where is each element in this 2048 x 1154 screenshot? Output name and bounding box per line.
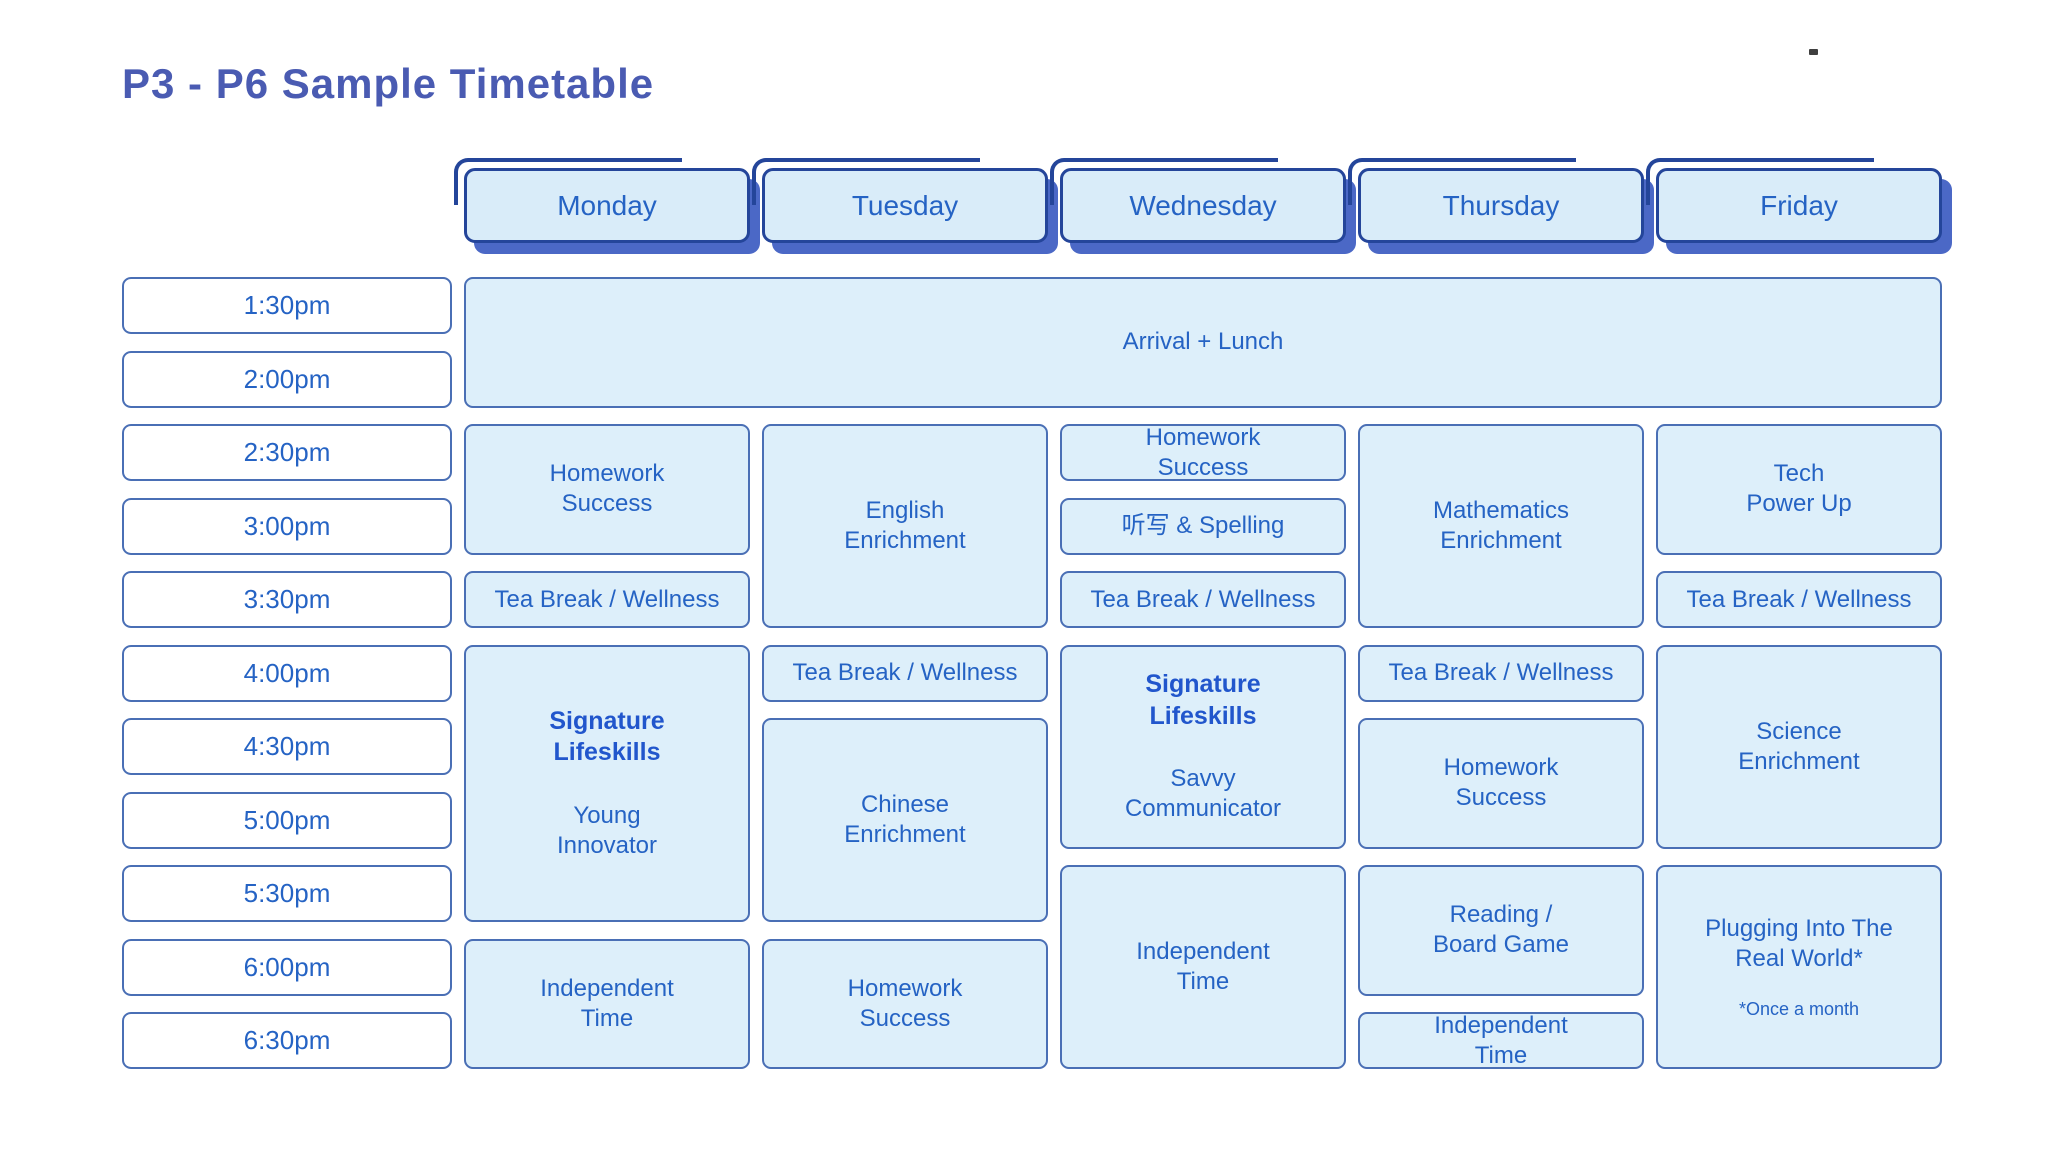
day-header-friday: Friday [1646, 158, 1942, 243]
block-friday-science-enrichment: Science Enrichment [1656, 644, 1942, 849]
block-label: Independent Time [1434, 1011, 1568, 1069]
day-header-thursday: Thursday [1348, 158, 1644, 243]
day-label: Wednesday [1129, 189, 1277, 221]
time-slot-1-30pm: 1:30pm [122, 277, 452, 334]
block-label: English Enrichment [844, 497, 966, 554]
block-label: Savvy Communicator [1124, 764, 1282, 822]
block-tuesday-english-enrichment: English Enrichment [762, 424, 1048, 628]
time-slot-4-30pm: 4:30pm [122, 718, 452, 775]
block-label: Tea Break / Wellness [792, 659, 1018, 686]
block-friday-tea-break-wellness: Tea Break / Wellness [1656, 571, 1942, 628]
block-arrival-lunch: Arrival + Lunch [464, 277, 1942, 408]
block-thursday-homework-success: Homework Success [1358, 718, 1644, 849]
block-label: Homework Success [1145, 423, 1261, 481]
stray-mark [1809, 49, 1818, 55]
time-slot-3-30pm: 3:30pm [122, 571, 452, 628]
block-label: Independent Time [1136, 938, 1270, 995]
block-tuesday-chinese-enrichment: Chinese Enrichment [762, 718, 1048, 922]
time-slot-3-00pm: 3:00pm [122, 497, 452, 555]
time-slot-4-00pm: 4:00pm [122, 644, 452, 702]
block-label: Tea Break / Wellness [1686, 585, 1912, 613]
day-header-wednesday: Wednesday [1050, 158, 1346, 243]
block-label: Science Enrichment [1738, 717, 1860, 775]
time-slot-5-30pm: 5:30pm [122, 865, 452, 922]
block-friday-tech-power-up: Tech Power Up [1656, 424, 1942, 555]
block-label: 听写 & Spelling [1121, 512, 1285, 539]
block-monday-homework-success: Homework Success [464, 424, 750, 555]
block-monday-tea-break-wellness: Tea Break / Wellness [464, 571, 750, 628]
block-thursday-reading-board-game: Reading / Board Game [1358, 865, 1644, 996]
block-tuesday-tea-break-wellness: Tea Break / Wellness [762, 644, 1048, 702]
time-slot-5-00pm: 5:00pm [122, 791, 452, 849]
block-label: Tea Break / Wellness [1090, 585, 1316, 613]
block-label: Young Innovator [556, 801, 658, 859]
time-slot-6-00pm: 6:00pm [122, 938, 452, 996]
block-label: Homework Success [847, 974, 963, 1032]
day-header-monday: Monday [454, 158, 750, 243]
block-thursday-tea-break-wellness: Tea Break / Wellness [1358, 644, 1644, 702]
day-label: Thursday [1442, 189, 1560, 221]
block-label: Homework Success [549, 460, 665, 518]
day-label: Tuesday [851, 189, 959, 221]
block-tuesday-homework-success: Homework Success [762, 938, 1048, 1069]
block-monday-independent-time: Independent Time [464, 938, 750, 1069]
day-header-row: Monday Tuesday Wednesday Thursday Friday [122, 158, 1942, 243]
block-title: Signature Lifeskills [1145, 670, 1261, 730]
block-label: Chinese Enrichment [844, 791, 966, 848]
day-header-tuesday: Tuesday [752, 158, 1048, 243]
day-label: Monday [557, 189, 657, 221]
time-slot-6-30pm: 6:30pm [122, 1012, 452, 1069]
block-wednesday-homework-success: Homework Success [1060, 424, 1346, 481]
block-wednesday-spelling: 听写 & Spelling [1060, 497, 1346, 555]
block-label: Tea Break / Wellness [1388, 659, 1614, 686]
block-note: *Once a month [1738, 998, 1860, 1019]
block-label: Mathematics Enrichment [1432, 497, 1570, 554]
block-friday-plugging-into-the-real-world: Plugging Into The Real World* *Once a mon… [1656, 865, 1942, 1069]
block-label: Tea Break / Wellness [494, 585, 720, 613]
block-label: Homework Success [1443, 754, 1559, 812]
block-wednesday-tea-break-wellness: Tea Break / Wellness [1060, 571, 1346, 628]
block-label: Independent Time [540, 974, 674, 1032]
block-label: Reading / Board Game [1432, 901, 1570, 959]
block-label: Plugging Into The Real World* [1705, 914, 1893, 972]
page-title: P3 - P6 Sample Timetable [122, 60, 655, 107]
block-label: Tech Power Up [1746, 460, 1852, 518]
timetable-grid: 1:30pm 2:00pm 2:30pm 3:00pm 3:30pm 4:00pm 4:30… [122, 277, 1942, 1069]
block-thursday-mathematics-enrichment: Mathematics Enrichment [1358, 424, 1644, 628]
day-label: Friday [1760, 189, 1838, 221]
time-slot-2-00pm: 2:00pm [122, 350, 452, 408]
block-thursday-independent-time: Independent Time [1358, 1012, 1644, 1069]
block-title: Signature Lifeskills [549, 707, 665, 767]
time-slot-2-30pm: 2:30pm [122, 424, 452, 481]
block-wednesday-independent-time: Independent Time [1060, 865, 1346, 1069]
